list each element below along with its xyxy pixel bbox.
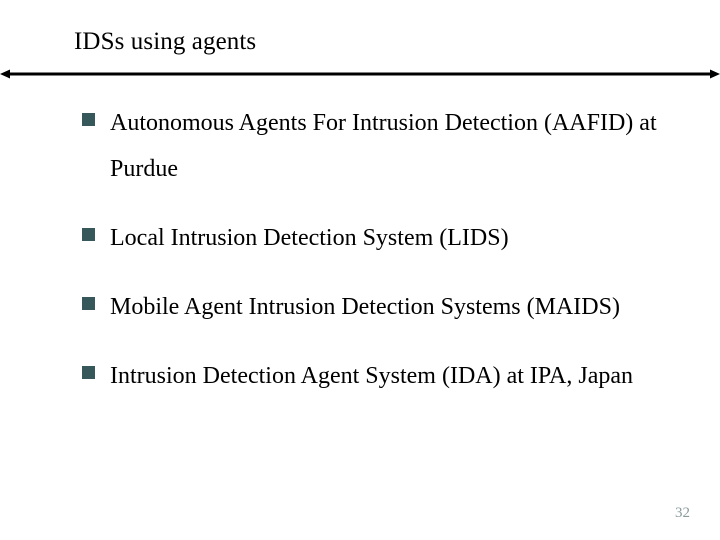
square-bullet-icon [82,113,95,126]
list-item-label: Mobile Agent Intrusion Detection Systems… [110,294,620,320]
list-item-label: Local Intrusion Detection System (LIDS) [110,225,509,251]
square-bullet-icon [82,297,95,310]
square-bullet-icon [82,228,95,241]
double-headed-arrow-icon [0,69,720,79]
list-item: Mobile Agent Intrusion Detection Systems… [78,284,678,330]
square-bullet-icon [82,366,95,379]
bullet-list: Autonomous Agents For Intrusion Detectio… [78,100,678,399]
list-item-label: Autonomous Agents For Intrusion Detectio… [110,110,657,182]
list-item: Intrusion Detection Agent System (IDA) a… [78,353,678,399]
list-item-label: Intrusion Detection Agent System (IDA) a… [110,363,634,389]
page-number: 32 [675,505,690,521]
list-item: Autonomous Agents For Intrusion Detectio… [78,100,678,192]
page-title: IDSs using agents [74,28,257,55]
list-item: Local Intrusion Detection System (LIDS) [78,215,678,261]
